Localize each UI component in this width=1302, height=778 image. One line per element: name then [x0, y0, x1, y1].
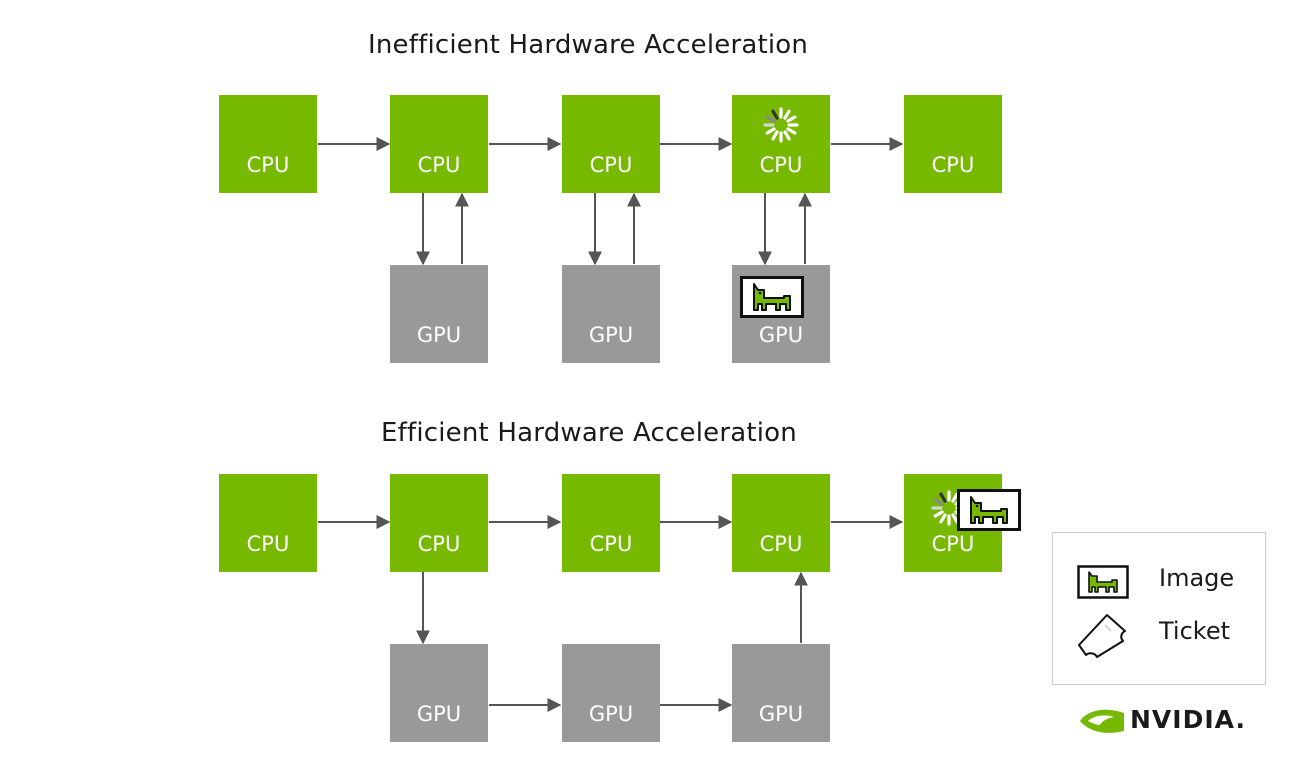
nvidia-eye-icon [1080, 709, 1124, 733]
ticket-legend-label: Ticket [1159, 617, 1231, 645]
gpu-label: GPU [758, 323, 804, 347]
top-cpu-5: CPU [904, 95, 1002, 193]
cpu-label: CPU [246, 532, 290, 556]
top-cpu-3: CPU [562, 95, 660, 193]
inefficient-title: Inefficient Hardware Acceleration [368, 30, 809, 60]
efficient-title: Efficient Hardware Acceleration [381, 418, 797, 448]
cpu-label: CPU [246, 153, 290, 177]
top-cpu-4: CPU [732, 95, 830, 193]
gpu-label: GPU [588, 323, 634, 347]
nvidia-wordmark: NVIDIA. [1130, 705, 1246, 734]
ticket-icon [1078, 614, 1126, 658]
cpu-label: CPU [759, 153, 803, 177]
gpu-label: GPU [416, 702, 462, 726]
cpu-label: CPU [589, 532, 633, 556]
bottom-cpu-3: CPU [562, 474, 660, 572]
cpu-label: CPU [417, 153, 461, 177]
cpu-label: CPU [931, 532, 975, 556]
nvidia-logo: NVIDIA. [1078, 703, 1245, 741]
bottom-cpu-2: CPU [390, 474, 488, 572]
gpu-label: GPU [758, 702, 804, 726]
bottom-cpu-4: CPU [732, 474, 830, 572]
bottom-gpu-1: GPU [390, 644, 488, 742]
bottom-cpu-1: CPU [219, 474, 317, 572]
top-gpu-2: GPU [562, 265, 660, 363]
cpu-label: CPU [931, 153, 975, 177]
image-legend-label: Image [1159, 564, 1235, 592]
cat-image-icon [957, 489, 1021, 531]
legend: Image Ticket [1052, 532, 1266, 685]
cpu-label: CPU [759, 532, 803, 556]
gpu-label: GPU [588, 702, 634, 726]
top-cpu-2: CPU [390, 95, 488, 193]
bottom-gpu-2: GPU [562, 644, 660, 742]
cpu-label: CPU [417, 532, 461, 556]
cpu-label: CPU [589, 153, 633, 177]
loading-spinner-icon [763, 107, 799, 143]
top-cpu-1: CPU [219, 95, 317, 193]
bottom-gpu-3: GPU [732, 644, 830, 742]
image-legend-icon [1077, 565, 1129, 599]
gpu-label: GPU [416, 323, 462, 347]
cat-image-icon [740, 276, 804, 318]
top-gpu-1: GPU [390, 265, 488, 363]
